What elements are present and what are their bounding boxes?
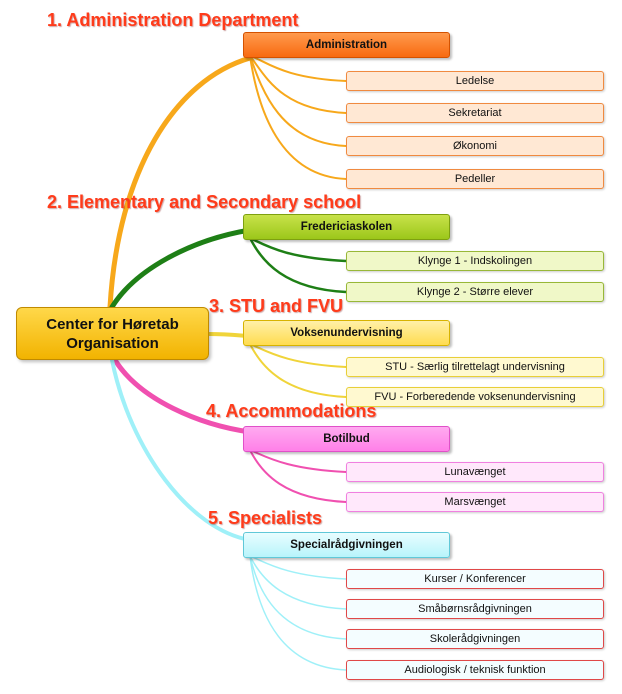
dept-voksenundervisning[interactable]: Voksenundervisning <box>243 320 450 346</box>
leaf-marsvaenget[interactable]: Marsvænget <box>346 492 604 512</box>
title-stu-and-fvu: 3. STU and FVU <box>209 296 344 316</box>
leaf-okonomi[interactable]: Økonomi <box>346 136 604 156</box>
title-administration-department: 1. Administration Department <box>47 10 299 30</box>
dept-botilbud[interactable]: Botilbud <box>243 426 450 452</box>
central-node-line2: Organisation <box>66 334 159 352</box>
leaf-kurser-konferencer[interactable]: Kurser / Konferencer <box>346 569 604 589</box>
dept-administration[interactable]: Administration <box>243 32 450 58</box>
title-elementary-secondary-school: 2. Elementary and Secondary school <box>47 192 362 212</box>
leaf-skoleradgivningen[interactable]: Skolerådgivningen <box>346 629 604 649</box>
leaf-sekretariat[interactable]: Sekretariat <box>346 103 604 123</box>
leaf-ledelse[interactable]: Ledelse <box>346 71 604 91</box>
links-administration <box>249 55 347 180</box>
links-botilbud <box>249 449 347 503</box>
dept-fredericiaskolen[interactable]: Fredericiaskolen <box>243 214 450 240</box>
central-node-line1: Center for Høretab <box>46 315 179 333</box>
link-center-administration <box>107 55 253 310</box>
leaf-audiologisk-teknisk-funktion[interactable]: Audiologisk / teknisk funktion <box>346 660 604 680</box>
leaf-klynge-1[interactable]: Klynge 1 - Indskolingen <box>346 251 604 271</box>
leaf-pedeller[interactable]: Pedeller <box>346 169 604 189</box>
title-specialists: 5. Specialists <box>208 508 323 528</box>
link-center-botilbud <box>112 357 253 435</box>
title-accommodations: 4. Accommodations <box>206 401 377 421</box>
leaf-klynge-2[interactable]: Klynge 2 - Større elever <box>346 282 604 302</box>
link-center-fredericiaskolen <box>109 227 253 310</box>
links-fredericiaskolen <box>248 236 347 294</box>
central-node[interactable]: Center for Høretab Organisation <box>16 307 209 360</box>
leaf-stu[interactable]: STU - Særlig tilrettelagt undervisning <box>346 357 604 377</box>
links-voksenundervisning <box>249 343 347 398</box>
dept-specialradgivningen[interactable]: Specialrådgivningen <box>243 532 450 558</box>
leaf-lunavaenget[interactable]: Lunavænget <box>346 462 604 482</box>
links-specialradgivningen <box>249 555 347 671</box>
leaf-smabornsradgivningen[interactable]: Småbørnsrådgivningen <box>346 599 604 619</box>
leaf-fvu[interactable]: FVU - Forberedende voksenundervisning <box>346 387 604 407</box>
link-center-specialradgivningen <box>110 358 252 542</box>
